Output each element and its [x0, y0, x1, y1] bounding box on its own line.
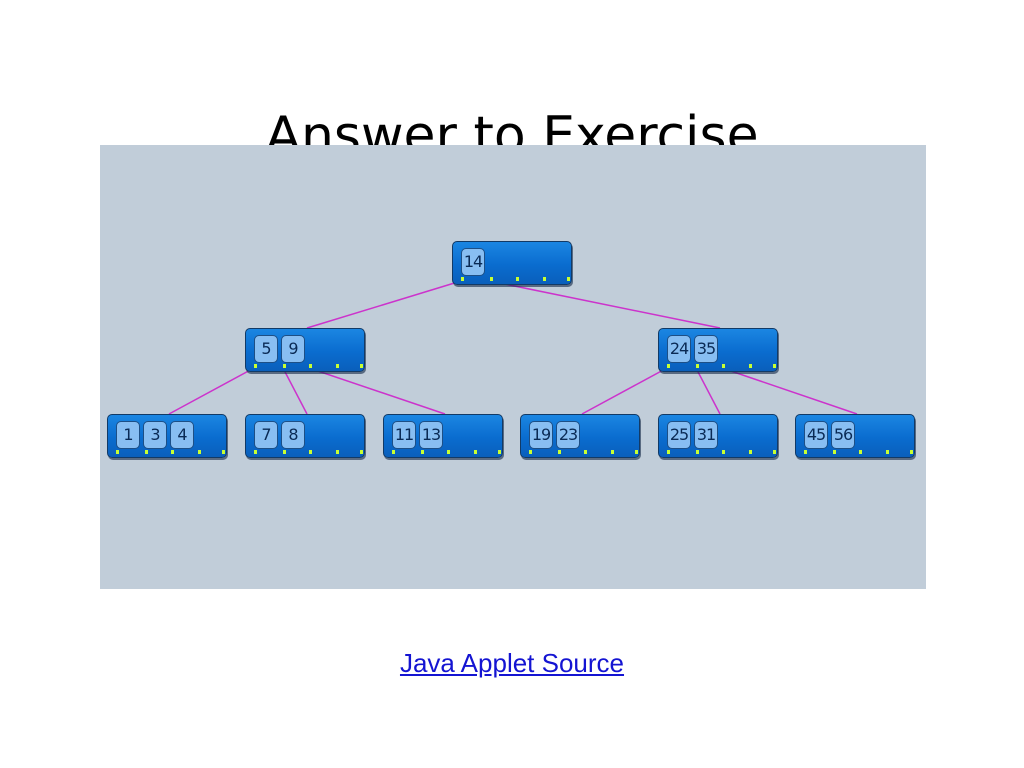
- child-pointer-dot: [773, 450, 776, 454]
- child-pointer-dot: [254, 364, 257, 368]
- node-key: 4: [170, 421, 194, 449]
- child-pointer-dot: [859, 450, 862, 454]
- child-pointer-dot: [336, 450, 339, 454]
- child-pointer-dot: [516, 277, 519, 281]
- node-key: 19: [529, 421, 553, 449]
- child-pointer-dot: [336, 364, 339, 368]
- node-key: 23: [556, 421, 580, 449]
- tree-edge-i1-l3: [308, 367, 446, 415]
- child-pointer-dot: [447, 450, 450, 454]
- node-key: 1: [116, 421, 140, 449]
- child-pointer-dot: [309, 450, 312, 454]
- child-pointer-dot: [804, 450, 807, 454]
- child-pointer-dot: [558, 450, 561, 454]
- node-key: 45: [804, 421, 828, 449]
- child-pointer-dot: [611, 450, 614, 454]
- node-key: 14: [461, 248, 485, 276]
- node-key: 35: [694, 335, 718, 363]
- tree-edges: [168, 280, 858, 415]
- node-key: 3: [143, 421, 167, 449]
- child-pointer-dot: [474, 450, 477, 454]
- node-key: 31: [694, 421, 718, 449]
- child-pointer-dot: [749, 450, 752, 454]
- tree-node-root: 14: [452, 241, 572, 285]
- child-pointer-dot: [667, 364, 670, 368]
- child-pointer-dot: [886, 450, 889, 454]
- child-pointer-dot: [490, 277, 493, 281]
- node-key: 25: [667, 421, 691, 449]
- child-pointer-dot: [667, 450, 670, 454]
- node-key: 24: [667, 335, 691, 363]
- child-pointer-dot: [529, 450, 532, 454]
- child-pointer-dot: [749, 364, 752, 368]
- tree-edge-root-i1: [306, 280, 462, 329]
- child-pointer-dot: [198, 450, 201, 454]
- tree-edge-i1-l2: [282, 367, 308, 415]
- node-key: 11: [392, 421, 416, 449]
- tree-edge-i2-l6: [721, 367, 858, 415]
- child-pointer-dot: [360, 450, 363, 454]
- child-pointer-dot: [910, 450, 913, 454]
- child-pointer-dot: [171, 450, 174, 454]
- node-key: 5: [254, 335, 278, 363]
- node-key: 56: [831, 421, 855, 449]
- child-pointer-dot: [833, 450, 836, 454]
- child-pointer-dot: [635, 450, 638, 454]
- tree-edge-i2-l5: [695, 367, 721, 415]
- tree-edge-i1-l1: [168, 367, 255, 415]
- child-pointer-dot: [722, 450, 725, 454]
- child-pointer-dot: [722, 364, 725, 368]
- child-pointer-dot: [461, 277, 464, 281]
- child-pointer-dot: [283, 364, 286, 368]
- child-pointer-dot: [360, 364, 363, 368]
- child-pointer-dot: [145, 450, 148, 454]
- node-key: 8: [281, 421, 305, 449]
- child-pointer-dot: [773, 364, 776, 368]
- node-key: 7: [254, 421, 278, 449]
- child-pointer-dot: [584, 450, 587, 454]
- tree-edge-i2-l4: [581, 367, 668, 415]
- child-pointer-dot: [696, 450, 699, 454]
- child-pointer-dot: [567, 277, 570, 281]
- child-pointer-dot: [421, 450, 424, 454]
- tree-edge-root-i2: [489, 280, 721, 329]
- child-pointer-dot: [283, 450, 286, 454]
- child-pointer-dot: [254, 450, 257, 454]
- node-key: 9: [281, 335, 305, 363]
- child-pointer-dot: [222, 450, 225, 454]
- child-pointer-dot: [696, 364, 699, 368]
- child-pointer-dot: [392, 450, 395, 454]
- node-key: 13: [419, 421, 443, 449]
- child-pointer-dot: [498, 450, 501, 454]
- child-pointer-dot: [116, 450, 119, 454]
- child-pointer-dot: [309, 364, 312, 368]
- java-applet-source-link[interactable]: Java Applet Source: [399, 648, 625, 678]
- child-pointer-dot: [543, 277, 546, 281]
